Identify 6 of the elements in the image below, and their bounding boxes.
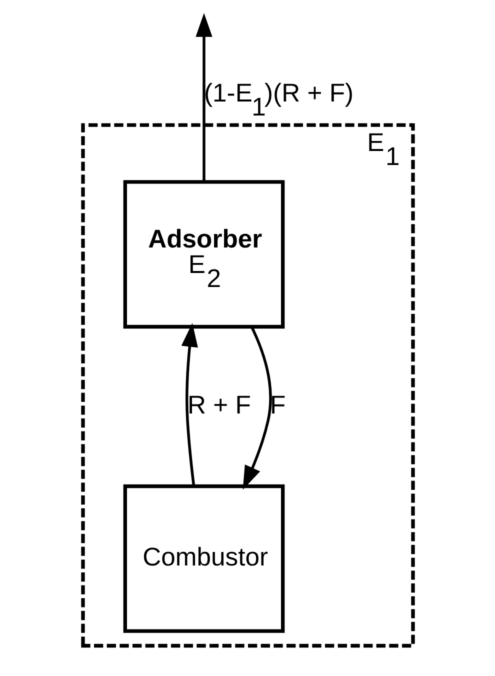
edge-label: R + F (187, 391, 250, 420)
arrow (180, 323, 198, 486)
node-box: Combustor (122, 484, 284, 633)
arrow (242, 326, 272, 490)
edge-label: F (270, 391, 286, 420)
arrow (195, 13, 212, 182)
